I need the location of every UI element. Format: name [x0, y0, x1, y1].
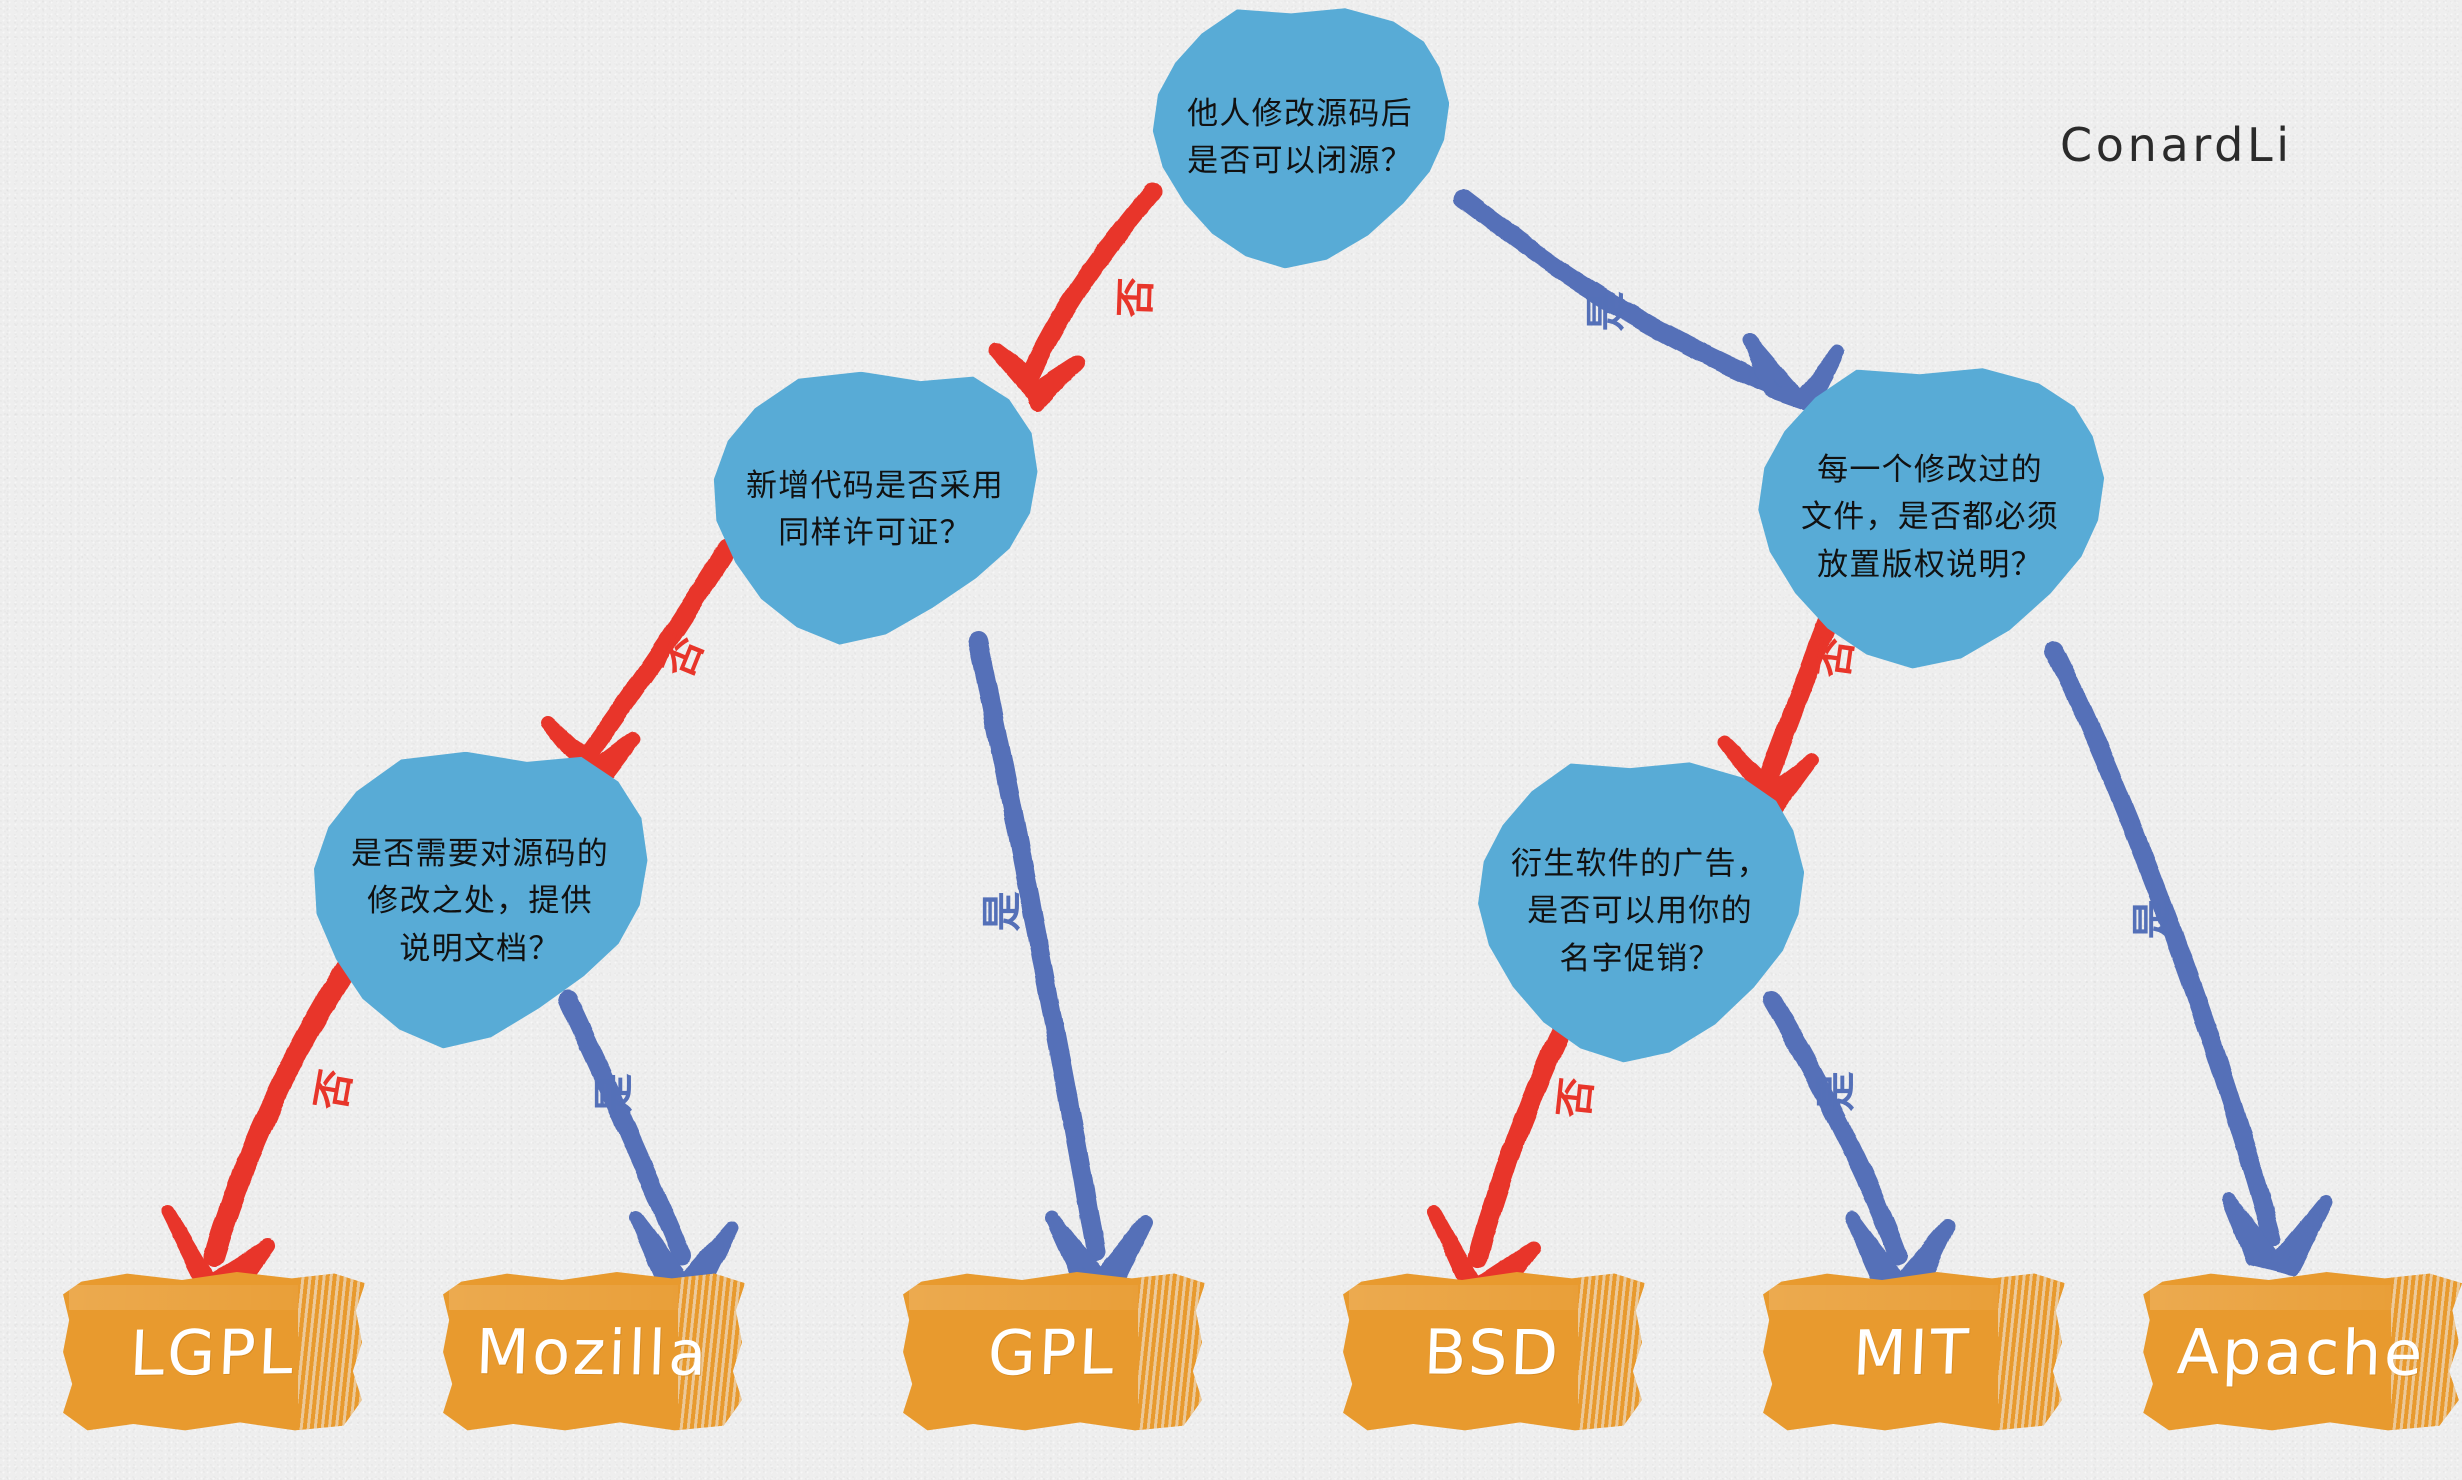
license-node-lgpl-label: LGPL — [128, 1314, 297, 1390]
decision-node-copyright-notice[interactable]: 每一个修改过的 文件，是否都必须 放置版权说明？ — [1755, 368, 2105, 668]
decision-node-root[interactable]: 他人修改源码后 是否可以闭源？ — [1150, 8, 1450, 268]
license-node-apache[interactable]: Apache — [2140, 1272, 2462, 1432]
edge-label-root-yes: 是 — [1583, 290, 1630, 332]
edge-label-samelic-no: 否 — [655, 628, 714, 685]
decision-node-modification-doc-text: 是否需要对源码的 修改之处，提供 说明文档？ — [351, 836, 609, 967]
license-node-bsd-label: BSD — [1422, 1315, 1563, 1389]
edge-label-root-no: 否 — [1112, 275, 1161, 319]
edge-label-promo-no: 否 — [1551, 1074, 1602, 1121]
license-node-lgpl[interactable]: LGPL — [60, 1272, 365, 1432]
decision-node-same-license-text: 新增代码是否采用 同样许可证？ — [746, 467, 1004, 551]
license-node-gpl-label: GPL — [986, 1314, 1119, 1390]
edge-label-promo-yes: 是 — [1813, 1070, 1860, 1112]
decision-node-name-promotion-text: 衍生软件的广告， 是否可以用你的 名字促销？ — [1511, 846, 1769, 977]
decision-node-root-text: 他人修改源码后 是否可以闭源？ — [1187, 95, 1413, 179]
edge-label-doc-no: 否 — [308, 1065, 361, 1114]
edge-samelic-to-gpl — [968, 630, 1153, 1291]
decision-node-copyright-notice-text: 每一个修改过的 文件，是否都必须 放置版权说明？ — [1801, 452, 2059, 583]
license-node-mit[interactable]: MIT — [1760, 1272, 2065, 1432]
license-node-mozilla[interactable]: Mozilla — [440, 1272, 745, 1432]
leaf-paint-shape — [2143, 1272, 2462, 1431]
license-node-gpl[interactable]: GPL — [900, 1272, 1205, 1432]
edge-label-samelic-yes: 是 — [979, 890, 1026, 932]
decision-node-same-license[interactable]: 新增代码是否采用 同样许可证？ — [710, 372, 1040, 648]
edge-copyright-to-apache — [2044, 640, 2333, 1275]
license-node-apache-label: Apache — [2175, 1314, 2427, 1390]
author-watermark: ConardLi — [2060, 118, 2293, 172]
leaf-paint-shape — [443, 1272, 745, 1431]
decision-node-modification-doc[interactable]: 是否需要对源码的 修改之处，提供 说明文档？ — [310, 752, 650, 1052]
license-node-mozilla-label: Mozilla — [474, 1314, 711, 1390]
edge-label-copyright-no: 否 — [1810, 634, 1862, 681]
license-node-mit-label: MIT — [1851, 1314, 1974, 1390]
decision-node-name-promotion[interactable]: 衍生软件的广告， 是否可以用你的 名字促销？ — [1475, 762, 1805, 1062]
license-node-bsd[interactable]: BSD — [1340, 1272, 1645, 1432]
edge-label-doc-yes: 是 — [591, 1072, 638, 1114]
leaf-paint-shape — [903, 1272, 1205, 1431]
edge-label-copyright-yes: 是 — [2129, 898, 2176, 940]
leaf-paint-shape — [1763, 1272, 2065, 1431]
